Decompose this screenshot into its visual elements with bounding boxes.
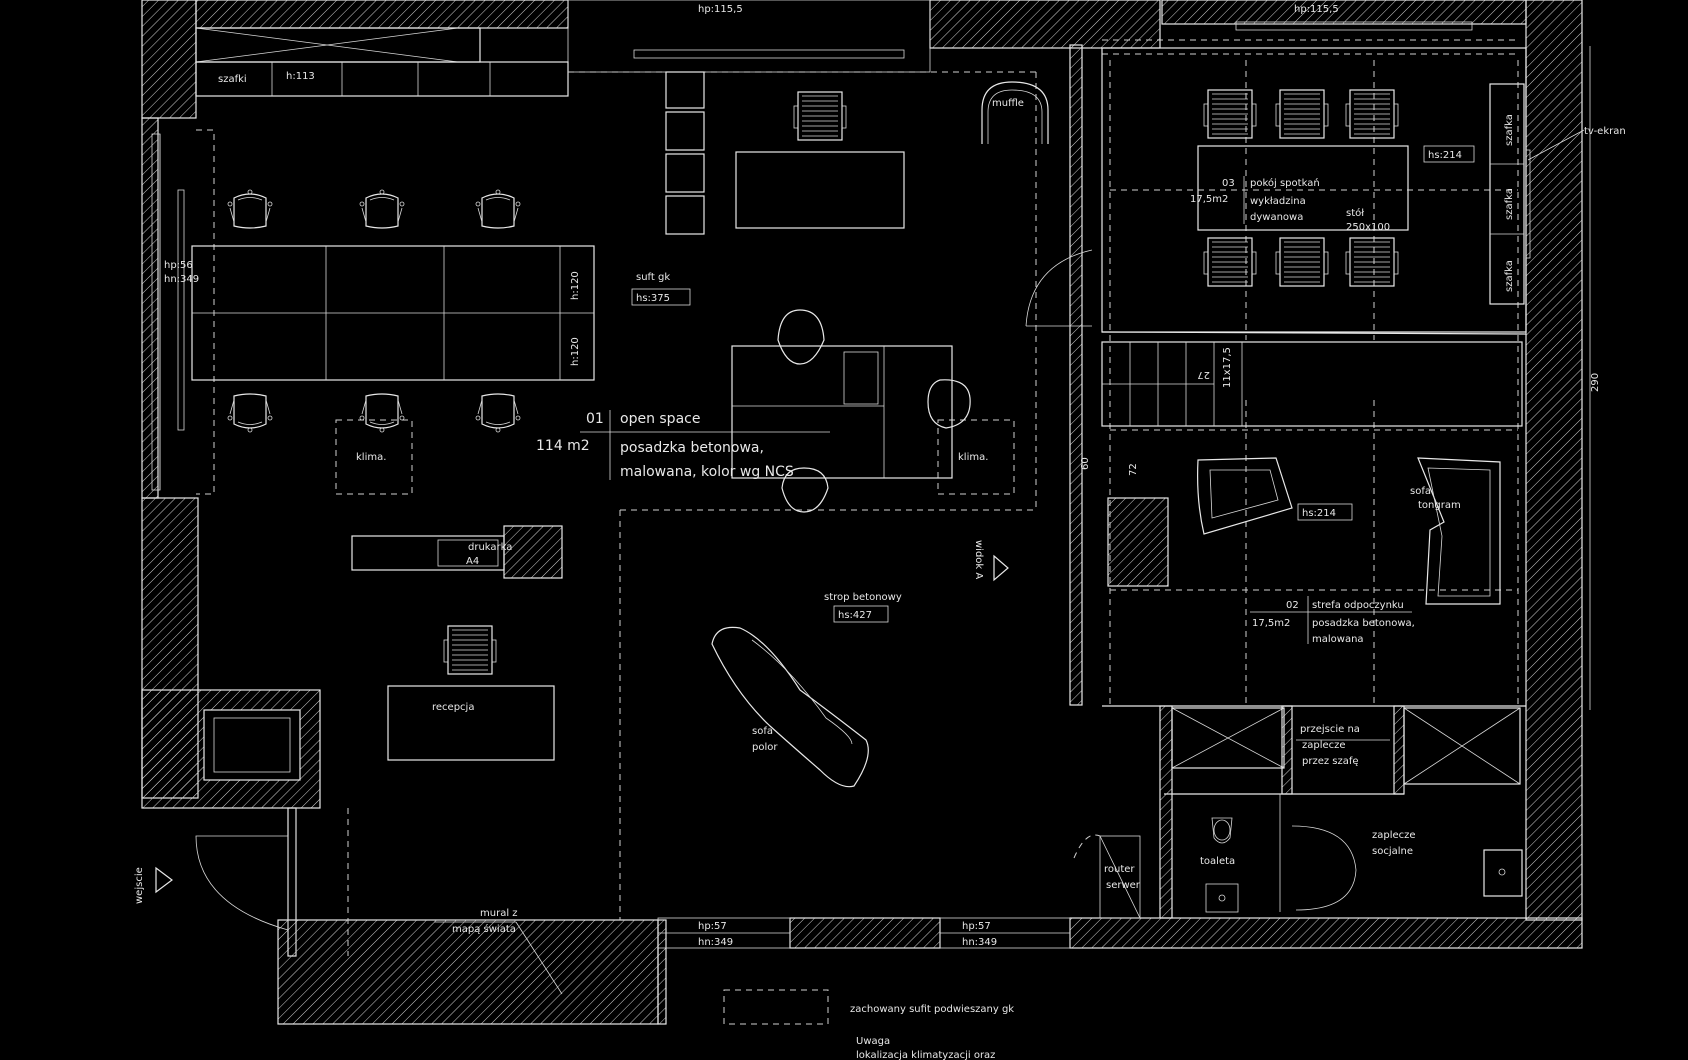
- entrance: wejscie: [134, 807, 349, 957]
- label-dim-290: 290: [1590, 373, 1601, 392]
- legend-ceiling: zachowany sufit podwieszany gk: [850, 1004, 1014, 1015]
- label-strop-betonowy: strop betonowy: [824, 592, 902, 603]
- room-01-name: open space: [620, 411, 700, 427]
- right-zone-structure: [1101, 47, 1527, 706]
- room-03-name: pokój spotkań: [1250, 177, 1320, 189]
- label-sofa-tongram-2: tongram: [1418, 500, 1461, 511]
- room-02-name: strefa odpoczynku: [1312, 600, 1404, 611]
- label-szafki: szafki: [218, 74, 247, 85]
- label-recepcja: recepcja: [432, 702, 474, 713]
- room-03-floor-2: dywanowa: [1250, 212, 1303, 223]
- label-klima-1: klima.: [356, 452, 386, 463]
- label-stair-2: 11x17,5: [1222, 347, 1233, 388]
- reception: recepcja: [387, 625, 555, 761]
- label-stol-1: stół: [1346, 207, 1364, 219]
- ceiling-zones: [196, 71, 1037, 1025]
- room-03-area: 17,5m2: [1190, 194, 1228, 205]
- room-03-number: 03: [1222, 178, 1235, 189]
- label-a4: A4: [466, 556, 479, 567]
- label-toaleta: toaleta: [1200, 856, 1235, 867]
- room-02-number: 02: [1286, 600, 1299, 611]
- muffle-booth: muffle: [981, 81, 1049, 144]
- label-h113: h:113: [286, 71, 315, 82]
- service-block: przejscie na zaplecze przez szafę toalet…: [1073, 705, 1526, 919]
- label-h120-a: h:120: [570, 271, 581, 300]
- printer: drukarka A4: [351, 525, 563, 579]
- label-router-2: serwer: [1106, 880, 1141, 891]
- label-hn-bottom-2: hn:349: [962, 937, 997, 948]
- desk-top: [735, 91, 905, 229]
- label-szafka-2: szafka: [1504, 188, 1515, 220]
- room-open-space: 01 open space 114 m2 posadzka betonowa, …: [536, 410, 830, 480]
- label-sofa-polor-2: polor: [752, 742, 778, 753]
- label-mural-1: mural z: [480, 908, 518, 919]
- label-sofa-polor-1: sofa: [752, 726, 773, 737]
- desk-cluster: h:120 h:120: [191, 189, 595, 433]
- label-przejscie-2: zaplecze: [1302, 740, 1346, 751]
- label-zaplecze-1: zaplecze: [1372, 830, 1416, 841]
- right-cabinets: szafka szafka szafka tv-ekran: [1489, 83, 1626, 305]
- room-01-number: 01: [586, 411, 604, 427]
- room-01-area: 114 m2: [536, 438, 590, 454]
- legend-note-text: lokalizacja klimatyzacji oraz: [856, 1050, 995, 1060]
- label-drukarka: drukarka: [468, 542, 512, 553]
- label-przejscie-1: przejscie na: [1300, 724, 1360, 735]
- label-sofa-tongram-1: sofa: [1410, 486, 1431, 497]
- shelving: [665, 71, 705, 235]
- label-mural-2: mapą świata: [452, 923, 516, 935]
- relax-zone: 60 72 sofa tongram hs:214 02 strefa odpo…: [1080, 457, 1501, 645]
- label-hp-bottom-2: hp:57: [962, 921, 991, 932]
- label-router-1: router: [1104, 864, 1135, 875]
- label-przejscie-3: przez szafę: [1302, 756, 1359, 767]
- label-szafka-3: szafka: [1504, 260, 1515, 292]
- label-stair-1: 27: [1197, 369, 1210, 380]
- label-hp-top-left: hp:115,5: [698, 4, 743, 15]
- room-02-floor-1: posadzka betonowa,: [1312, 618, 1415, 629]
- label-hp-bottom-1: hp:57: [698, 921, 727, 932]
- room-03-floor-1: wykładzina: [1250, 196, 1306, 207]
- room-02-floor-2: malowana: [1312, 634, 1364, 645]
- stairs: 27 11x17,5: [1101, 341, 1523, 427]
- center-workstation: [731, 309, 971, 513]
- bottom-windows: hp:57 hn:349 hp:57 hn:349: [657, 917, 1071, 949]
- label-hn-left: hn:349: [164, 274, 199, 285]
- label-hp-left: hp:56: [164, 260, 193, 271]
- legend: zachowany sufit podwieszany gk Uwaga lok…: [850, 1004, 1014, 1060]
- walls: [141, 0, 1583, 1025]
- label-hp-top-right: hp:115,5: [1294, 4, 1339, 15]
- room-02-area: 17,5m2: [1252, 618, 1290, 629]
- label-klima-2: klima.: [958, 452, 988, 463]
- label-dim-72: 72: [1128, 463, 1139, 476]
- room-01-floor-1: posadzka betonowa,: [620, 440, 764, 456]
- label-dim-60: 60: [1080, 457, 1091, 470]
- label-hs375: hs:375: [636, 293, 670, 304]
- label-muffle: muffle: [992, 98, 1024, 109]
- label-suft-gk: suft gk: [636, 272, 670, 283]
- label-h120-b: h:120: [570, 337, 581, 366]
- left-window: [151, 133, 185, 491]
- cabinet-szafki: szafki h:113: [195, 27, 569, 97]
- room-01-floor-2: malowana, kolor wg NCS: [620, 464, 794, 480]
- top-window: [567, 0, 1520, 73]
- label-hn-bottom-1: hn:349: [698, 937, 733, 948]
- label-widok-a: widok A: [973, 540, 984, 579]
- label-stol-2: 250x100: [1346, 222, 1390, 233]
- label-szafka-1: szafka: [1504, 114, 1515, 146]
- sofa-polor: sofa polor: [711, 626, 869, 788]
- meeting-room: hs:214 03 pokój spotkań 17,5m2 wykładzin…: [1190, 89, 1475, 287]
- label-hs214-b: hs:214: [1302, 508, 1336, 519]
- label-tv-ekran: tv-ekran: [1584, 126, 1626, 137]
- label-hs214-a: hs:214: [1428, 150, 1462, 161]
- label-hs427: hs:427: [838, 610, 872, 621]
- label-zaplecze-2: socjalne: [1372, 846, 1413, 857]
- label-wejscie: wejscie: [134, 867, 145, 904]
- legend-note-title: Uwaga: [856, 1036, 890, 1047]
